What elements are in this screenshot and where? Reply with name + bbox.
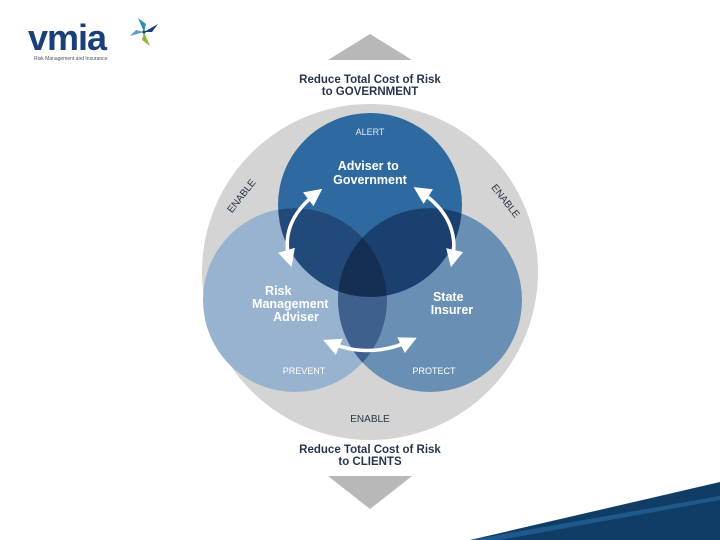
pinwheel-icon: [130, 18, 158, 46]
label-prevent: PREVENT: [283, 366, 326, 376]
ring-label-bottom: ENABLE: [350, 414, 390, 425]
top-caption-line-2: to GOVERNMENT: [321, 86, 419, 98]
vmia-logo: vmia Risk Management and Insurance: [28, 14, 178, 64]
top-caption-line-1: Reduce Total Cost of Risk: [299, 74, 441, 86]
title-adviser-to-government: Adviser to Government: [333, 159, 407, 187]
logo-wordmark: vmia: [28, 17, 107, 58]
top-arrow: [328, 34, 412, 60]
arrow-left: [278, 188, 323, 268]
overlap-top-left: [278, 208, 387, 297]
title-state-insurer: State Insurer: [431, 290, 474, 317]
bottom-caption-line-2: to CLIENTS: [338, 456, 402, 468]
arrow-bottom: [323, 337, 417, 355]
bottom-caption-line-1: Reduce Total Cost of Risk: [299, 444, 441, 456]
label-alert: ALERT: [356, 127, 385, 137]
title-risk-management-adviser: Risk Management Adviser: [252, 284, 332, 324]
label-protect: PROTECT: [412, 366, 456, 376]
logo-tagline: Risk Management and Insurance: [34, 56, 108, 62]
top-caption: Reduce Total Cost of Risk to GOVERNMENT: [270, 74, 470, 98]
overlap-top-right: [338, 208, 462, 297]
arrow-right: [413, 187, 464, 268]
bottom-arrow: [328, 476, 412, 509]
bottom-caption: Reduce Total Cost of Risk to CLIENTS: [270, 444, 470, 468]
